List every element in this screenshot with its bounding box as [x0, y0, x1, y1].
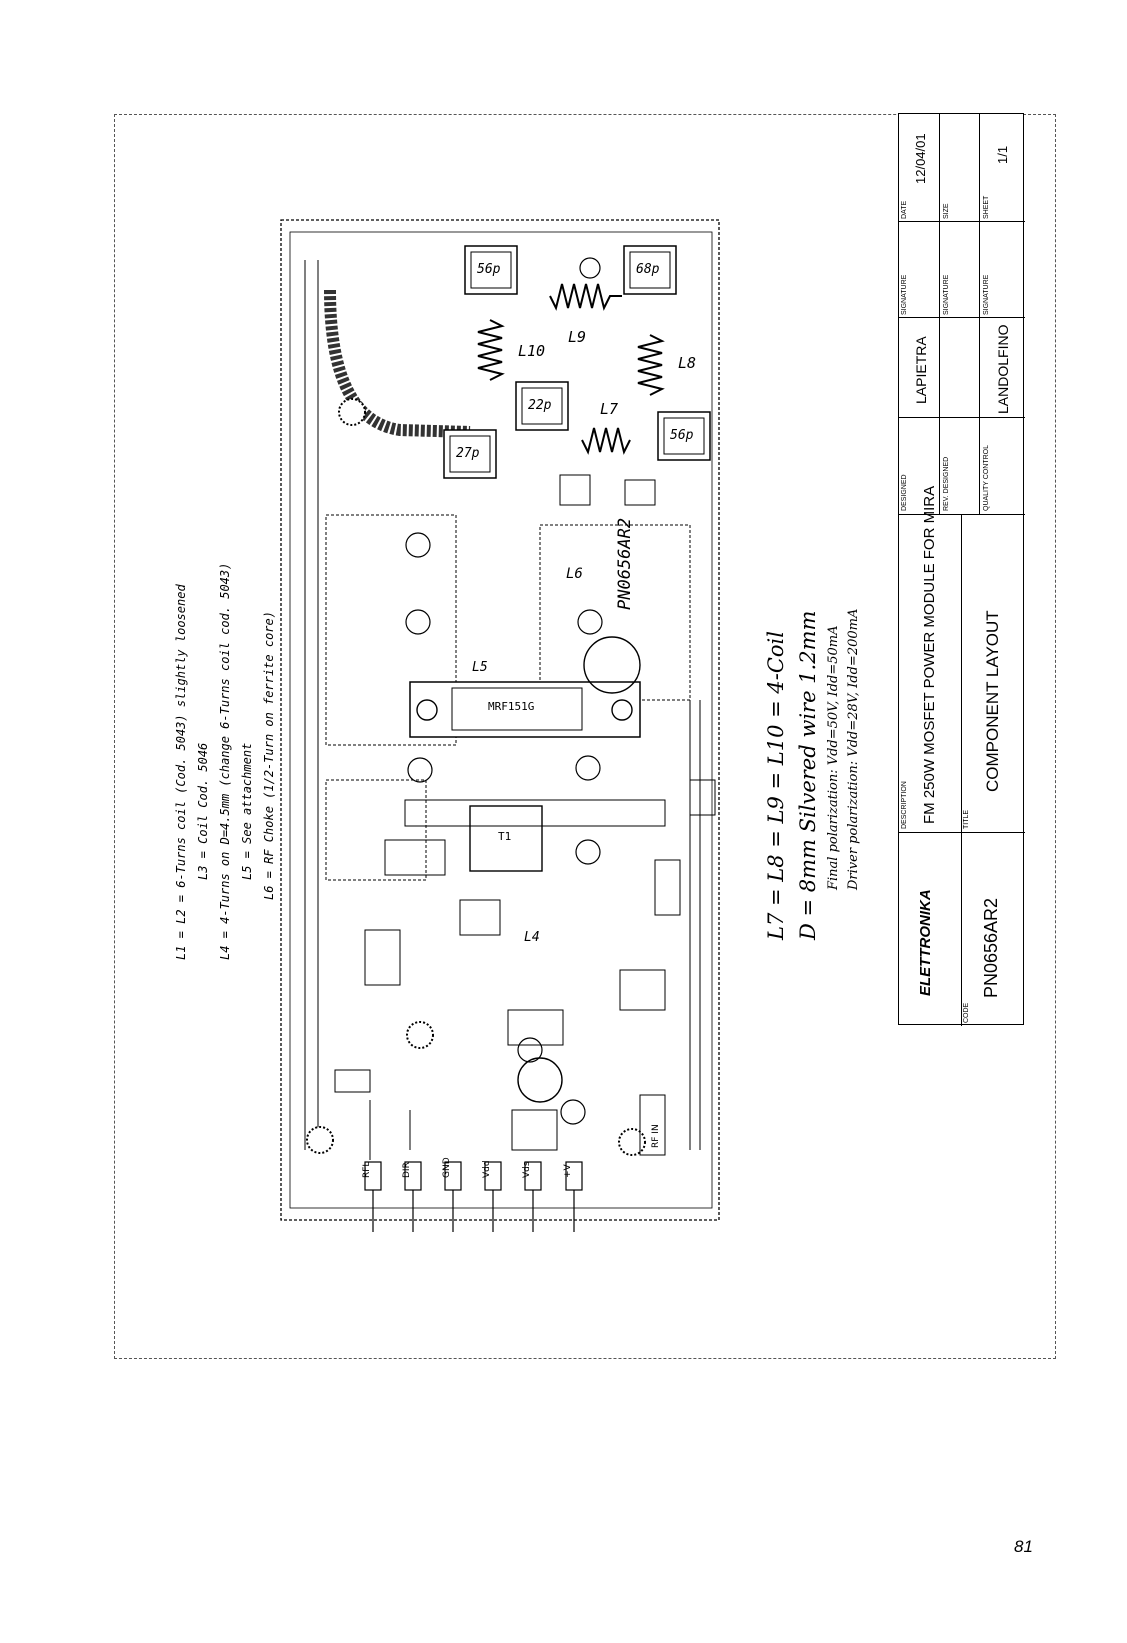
- designed-label: DESIGNED: [901, 474, 908, 511]
- coil-label-l4: L4: [524, 930, 540, 945]
- drawing-frame: [114, 114, 1056, 1359]
- cap-label-27p: 27p: [456, 446, 480, 461]
- code-value: PN0656AR2: [981, 897, 1001, 998]
- microstrip-arc: [324, 289, 471, 438]
- transformer-label: T1: [498, 830, 512, 843]
- coil-label-l9: L9: [568, 328, 587, 346]
- capacitor-68p: [623, 245, 677, 295]
- coil-l10: [477, 319, 505, 381]
- title-block: ELETTRONIKA CODE PN0656AR2 DESCRIPTION F…: [898, 113, 1025, 1026]
- coil-label-l6: L6: [566, 566, 583, 582]
- pcb-inner-outline: [289, 231, 713, 1209]
- coil-label-l7: L7: [600, 400, 619, 418]
- title-value: COMPONENT LAYOUT: [983, 610, 1002, 792]
- cap-label-68p: 68p: [636, 262, 660, 277]
- checked-label: REV. DESIGNED: [943, 456, 950, 511]
- transformer-t1: [469, 805, 543, 872]
- heatsink-block: [325, 514, 457, 746]
- cap-label-22p: 22p: [528, 398, 552, 413]
- connector-rf-in: RF IN: [651, 1124, 661, 1148]
- title-label: TITLE: [963, 809, 970, 829]
- designed-value: LAPIETRA: [913, 336, 929, 404]
- connector-dir: DIR: [402, 1162, 412, 1178]
- sheet-value: 1/1: [995, 145, 1010, 164]
- connector-vdd: Vdd: [482, 1160, 492, 1178]
- date-value: 12/04/01: [913, 133, 928, 184]
- date-label: DATE: [901, 200, 908, 219]
- size-label: SIZE: [943, 203, 950, 219]
- capacitor-27p: [443, 429, 497, 479]
- qc-label: QUALITY CONTROL: [983, 445, 990, 511]
- connector-gnd: GND: [442, 1157, 452, 1178]
- company-logo: ELETTRONIKA: [917, 889, 934, 996]
- capacitor-56p-top: [464, 245, 518, 295]
- mounting-screws: [405, 257, 603, 1125]
- coil-l8: [637, 334, 665, 396]
- description-label: DESCRIPTION: [901, 781, 908, 829]
- coil-label-l10: L10: [518, 342, 546, 360]
- cap-label-56p: 56p: [477, 262, 501, 277]
- capacitor-22p: [515, 381, 569, 431]
- connector-rfl: RFL: [362, 1161, 372, 1178]
- coil-l7: [581, 427, 631, 455]
- coil-label-l5: L5: [472, 660, 488, 675]
- coil-l9: [549, 283, 622, 311]
- pcb-outline: [280, 219, 720, 1221]
- qc-value: LANDOLFINO: [995, 324, 1011, 414]
- connector-v: +V: [563, 1164, 573, 1178]
- cap-label-56p-2: 56p: [670, 428, 694, 443]
- code-label: CODE: [963, 1002, 970, 1023]
- sheet-label: SHEET: [983, 195, 990, 219]
- board-code-label: PN0656AR2: [615, 517, 635, 610]
- signature-label-3: SIGNATURE: [983, 274, 990, 315]
- page-number: 81: [1014, 1537, 1033, 1556]
- coil-label-l8: L8: [678, 354, 697, 372]
- capacitor-56p-right: [657, 411, 711, 461]
- connector-pins: [364, 1161, 583, 1232]
- description-value: FM 250W MOSFET POWER MODULE FOR MIRA: [921, 485, 938, 824]
- transistor-label: MRF151G: [488, 700, 535, 713]
- signature-label-2: SIGNATURE: [943, 274, 950, 315]
- electrolytic-capacitor: [583, 636, 641, 694]
- signature-label-1: SIGNATURE: [901, 274, 908, 315]
- connector-vds: Vds: [522, 1161, 532, 1178]
